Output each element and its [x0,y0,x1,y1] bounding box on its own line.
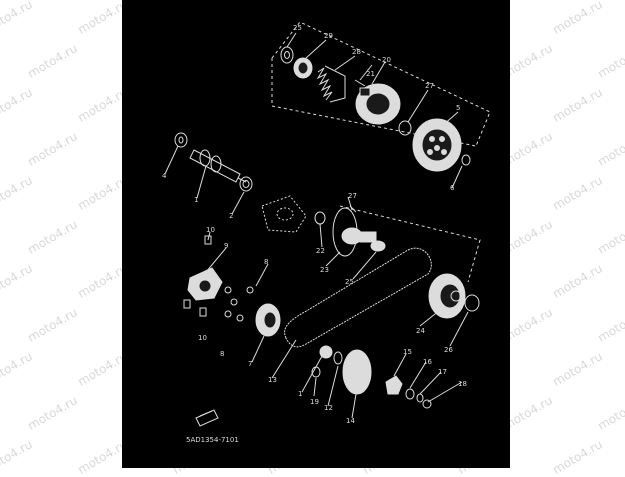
nut-part-18 [422,399,432,409]
bearing-part-4 [174,132,188,148]
callout-label: 25 [293,24,302,32]
callout-label: 8 [264,258,268,266]
v-belt-part-13 [284,247,432,348]
callout-label: 10 [206,226,215,234]
leader-lines [164,32,469,419]
callout-label: 13 [268,376,277,384]
oil-seal-part-2 [239,176,253,192]
callout-label: 17 [438,368,447,376]
washer-part-16 [405,388,415,400]
callout-label: 27 [348,192,357,200]
callout-label: 4 [162,172,167,180]
movable-sheave-part-7 [255,303,281,337]
callout-label: 24 [416,327,425,335]
one-way-clutch-part-15 [385,375,403,395]
callout-label: 25 [345,278,354,286]
callout-label: 28 [352,48,361,56]
pin-part-21 [354,79,366,87]
callout-label: 7 [248,360,252,368]
callout-label: 9 [224,242,228,250]
primary-fixed-sheave-part-14 [342,349,372,395]
clutch-spring-part-28 [316,65,346,103]
callout-label: 22 [316,247,325,255]
callout-label: 29 [324,32,333,40]
washer-part-12 [333,351,343,365]
nut-part-6 [461,154,471,166]
weight-roller-part-8 [224,286,254,322]
cam-plate-part-9 [187,267,223,301]
fan-cover-part [261,195,307,233]
callout-label: 1 [298,390,302,398]
secondary-sheave-part-23 [332,207,386,257]
callout-labels: 25 29 28 21 20 27 5 6 4 1 2 27 22 23 25 … [162,24,467,425]
diagram-panel [122,0,510,468]
callout-label: 26 [444,346,453,354]
washer-part-22 [314,211,326,225]
yamaha-badge-icon [195,409,219,427]
nut-part-17 [416,393,424,403]
callout-label: 6 [450,184,455,192]
callout-label: 8 [220,350,224,358]
secondary-sheave-part-24 [428,273,466,319]
diagram-code: 5AD1354-7101 [186,436,239,444]
callout-label: 19 [310,398,319,406]
callout-label: 2 [229,212,233,220]
slider-part-10 [183,235,212,317]
callout-label: 10 [198,334,207,342]
callout-label: 18 [458,380,467,388]
callout-label: 15 [403,348,412,356]
callout-label: 5 [456,104,460,112]
callout-label: 12 [324,404,333,412]
clutch-carrier-part-20 [355,83,401,125]
callout-label: 14 [346,417,355,425]
callout-label: 21 [366,70,375,78]
callout-label: 20 [382,56,391,64]
nut-part-27 [398,120,412,136]
collar-part-26 [464,294,480,312]
callout-label: 16 [423,358,432,366]
callout-label: 27 [425,82,434,90]
clutch-housing-part-5 [412,118,462,172]
washer-part-25 [280,46,294,64]
collar-part-29 [293,57,313,79]
callout-label: 1 [194,196,198,204]
assembly-boundary [271,21,491,283]
callout-label: 23 [320,266,329,274]
primary-shaft-part-1 [189,149,247,183]
collar-part-11 [319,345,333,359]
